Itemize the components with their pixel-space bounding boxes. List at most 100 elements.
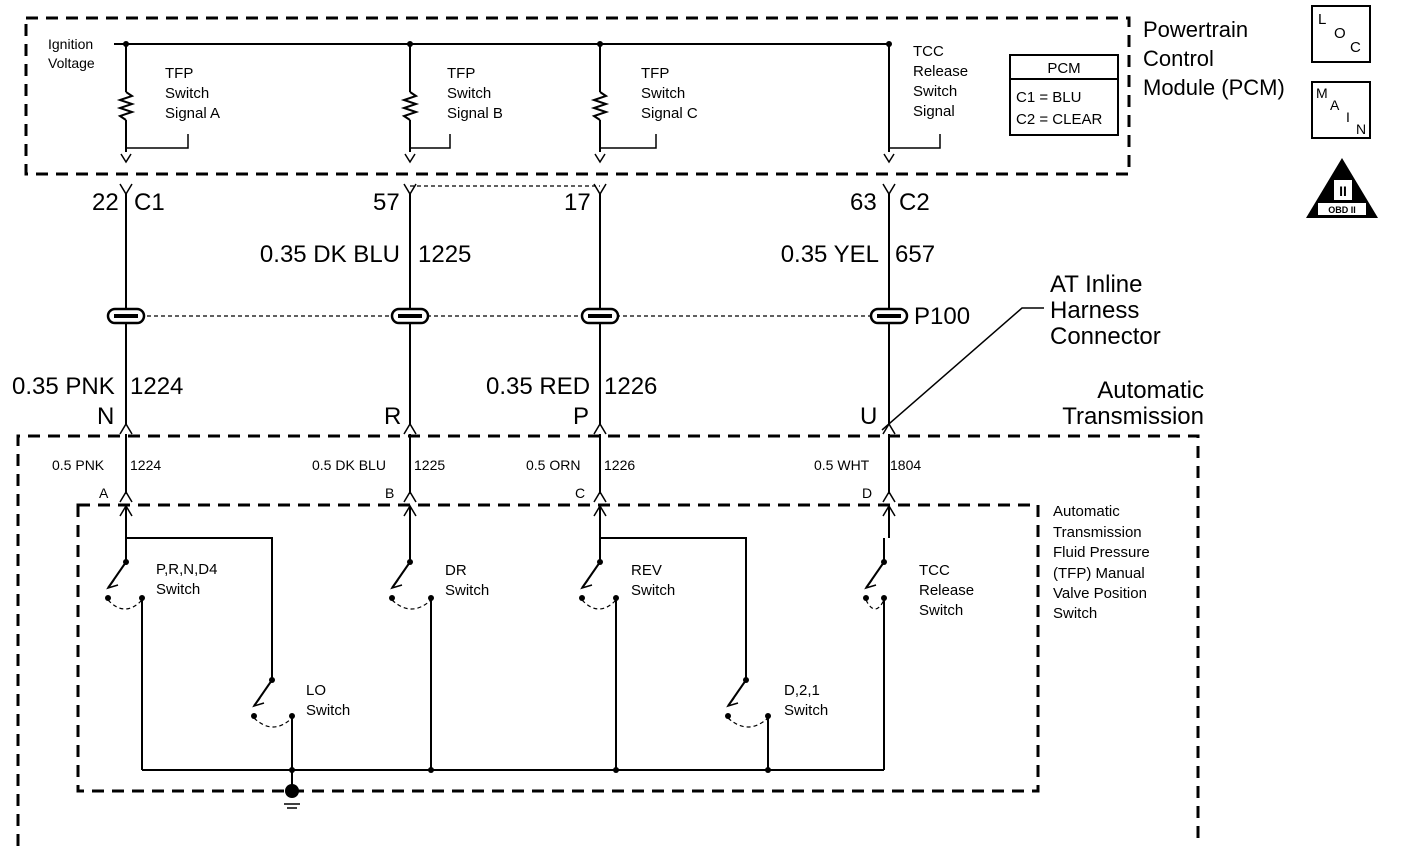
wire-wht-lower-num: 1804 [890, 457, 921, 473]
pin-63: 63 [850, 189, 877, 216]
switch-pin-d: D [862, 485, 872, 501]
transmission-connector-pin [403, 422, 417, 435]
wire-yel-upper-num: 657 [895, 241, 935, 268]
pin-17: 17 [564, 189, 591, 216]
svg-text:A: A [1330, 97, 1340, 113]
transmission-connector-pin [882, 422, 896, 435]
tfp-assembly-label: Automatic Transmission Fluid Pressure (T… [1053, 503, 1150, 622]
at-inline-label-1: AT Inline [1050, 271, 1143, 298]
switch-rev-label-1: REV [631, 562, 662, 579]
pcm-branch-c [590, 44, 657, 164]
pcm-title-2: Control [1143, 46, 1214, 71]
transmission-label-1: Automatic [1097, 377, 1204, 404]
table-title: PCM [1047, 60, 1080, 77]
switch-prnd4-label-2: Switch [156, 581, 200, 598]
wire-pnk-lower: 0.5 PNK [52, 457, 105, 473]
sig-a-label-1: TFP [165, 65, 193, 82]
pcm-title-3: Module (PCM) [1143, 75, 1285, 100]
connector-c1: C1 [134, 189, 165, 216]
internal-wire-1 [119, 434, 133, 538]
transmission-connector-pin [119, 422, 133, 435]
switch-tcc-label-3: Switch [919, 602, 963, 619]
tcc-label-4: Signal [913, 103, 955, 120]
p100-label: P100 [914, 303, 970, 330]
tfp-switch-boundary [76, 503, 1040, 793]
switch-rev-label-2: Switch [631, 582, 675, 599]
obd-ii-icon: II OBD II [1306, 158, 1378, 218]
at-inline-label-3: Connector [1050, 323, 1161, 350]
transmission-connector-pin [593, 422, 607, 435]
svg-text:(TFP) Manual: (TFP) Manual [1053, 565, 1145, 582]
switch-d21 [725, 656, 771, 728]
p100-pin-4 [869, 307, 909, 325]
switch-connector-pin [403, 490, 417, 503]
switch-connector-pin [119, 490, 133, 503]
svg-text:N: N [1356, 121, 1366, 137]
switches [105, 538, 887, 728]
pcm-connector-pin [882, 183, 896, 196]
wire-pnk-mid-num: 1224 [130, 373, 183, 400]
resistor-c [590, 91, 610, 121]
switch-tcc-label-1: TCC [919, 562, 950, 579]
switch-prnd4 [105, 538, 145, 610]
pcm-pin-arrow-c [594, 153, 606, 164]
svg-text:OBD II: OBD II [1328, 205, 1356, 215]
table-row-1: C1 = BLU [1016, 89, 1081, 106]
sig-a-label-3: Signal A [165, 105, 220, 122]
sig-c-label-3: Signal C [641, 105, 698, 122]
switch-network [126, 537, 885, 786]
pin-letter-n: N [97, 403, 114, 430]
pcm-pin-arrow-b [404, 153, 416, 164]
switch-tcc-release [863, 538, 887, 610]
switch-dr-label-2: Switch [445, 582, 489, 599]
wire-pnk-mid: 0.35 PNK [12, 373, 115, 400]
pcm-branches [116, 44, 657, 164]
p100-pin-1 [106, 307, 146, 325]
connector-c2: C2 [899, 189, 930, 216]
svg-text:Transmission: Transmission [1053, 524, 1142, 541]
switch-connector-pin [593, 490, 607, 503]
switch-pin-c: C [575, 485, 585, 501]
main-badge: M A I N [1311, 81, 1371, 139]
switch-d21-label-1: D,2,1 [784, 682, 820, 699]
pcm-title-1: Powertrain [1143, 17, 1248, 42]
wire-orn-lower-num: 1226 [604, 457, 635, 473]
sig-b-label-1: TFP [447, 65, 475, 82]
switch-dr-label-1: DR [445, 562, 467, 579]
switch-lo [251, 656, 295, 728]
pcm-branch-b [400, 44, 451, 164]
pcm-connector-pin [119, 183, 133, 196]
wire-red-mid: 0.35 RED [486, 373, 590, 400]
switch-lo-label-2: Switch [306, 702, 350, 719]
wire-dkblu-lower-num: 1225 [414, 457, 445, 473]
switch-d21-label-2: Switch [784, 702, 828, 719]
svg-text:I: I [1346, 109, 1350, 125]
svg-text:O: O [1334, 25, 1346, 42]
sig-a-label-2: Switch [165, 85, 209, 102]
svg-text:M: M [1316, 85, 1328, 101]
p100-pin-2 [390, 307, 430, 325]
switch-pin-b: B [385, 485, 394, 501]
svg-text:Automatic: Automatic [1053, 503, 1120, 520]
switch-prnd4-label-1: P,R,N,D4 [156, 561, 217, 578]
svg-text:Valve Position: Valve Position [1053, 585, 1147, 602]
sig-c-label-2: Switch [641, 85, 685, 102]
pin-letter-r: R [384, 403, 401, 430]
wire-dkblu-upper: 0.35 DK BLU [260, 241, 400, 268]
pin-letter-p: P [573, 403, 589, 430]
switch-pin-a: A [99, 485, 109, 501]
pcm-boundary [24, 16, 1131, 176]
tcc-label-2: Release [913, 63, 968, 80]
tcc-label-3: Switch [913, 83, 957, 100]
wire-pnk-lower-num: 1224 [130, 457, 161, 473]
switch-dr [389, 538, 434, 610]
at-inline-label-2: Harness [1050, 297, 1139, 324]
wire-orn-lower: 0.5 ORN [526, 457, 580, 473]
loc-badge: L O C [1311, 5, 1371, 63]
svg-text:II: II [1339, 183, 1347, 199]
ground-icon [284, 784, 300, 809]
resistor-a [116, 91, 136, 121]
switch-lo-label-1: LO [306, 682, 326, 699]
internal-wire-4 [882, 434, 896, 538]
